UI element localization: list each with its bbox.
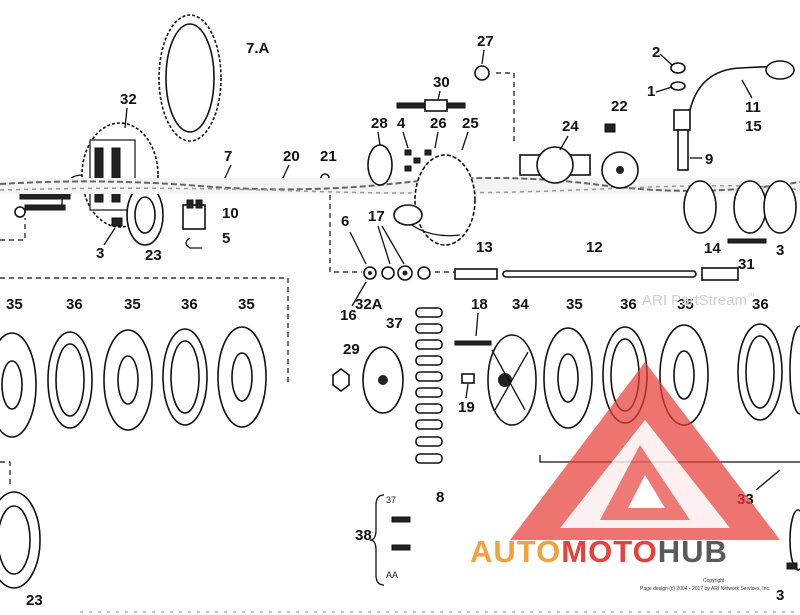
clutch-hub-34 <box>487 334 537 426</box>
label-23b: 23 <box>26 592 43 609</box>
springs-8 <box>415 307 443 464</box>
label-29: 29 <box>343 341 360 358</box>
label-10: 10 <box>222 205 239 222</box>
left-shaft-bolts <box>14 192 71 218</box>
label-8: 8 <box>436 489 444 506</box>
key-38-a <box>391 516 411 523</box>
label-22: 22 <box>611 98 628 115</box>
label-3c: 3 <box>776 587 784 604</box>
label-1: 1 <box>647 83 655 100</box>
stud-3 <box>111 217 123 227</box>
page-design-text: Page design (c) 2004 - 2017 by ARI Netwo… <box>640 586 770 592</box>
pin-31 <box>727 238 767 244</box>
nut-29 <box>332 368 350 392</box>
steel-disc-36-b <box>162 328 208 426</box>
label-18: 18 <box>471 296 488 313</box>
pushrod-13 <box>454 268 498 280</box>
label-21: 21 <box>320 148 337 165</box>
watermark-text: ARI PartStream™ <box>642 292 755 309</box>
friction-disc-35-a <box>0 332 37 438</box>
automotohub-logo <box>510 362 780 540</box>
screw-19 <box>461 373 475 384</box>
bracket-10 <box>182 199 206 230</box>
nut-27 <box>474 65 490 81</box>
label-30: 30 <box>433 74 450 91</box>
wheel-right-1 <box>683 180 717 234</box>
shaft-9 <box>677 129 689 171</box>
label-17: 17 <box>368 208 385 225</box>
label-23a: 23 <box>145 247 162 264</box>
label-36c: 36 <box>620 296 637 313</box>
pressure-plate-37 <box>362 346 404 414</box>
label-35c: 35 <box>238 296 255 313</box>
label-12: 12 <box>586 239 603 256</box>
label-2: 2 <box>652 44 660 61</box>
clip-5 <box>185 237 202 249</box>
label-19: 19 <box>458 399 475 416</box>
steel-disc-36-d <box>737 323 783 421</box>
rod-30 <box>396 99 466 112</box>
label-7: 7 <box>224 148 232 165</box>
label-14: 14 <box>704 240 721 257</box>
chain-strip <box>0 176 800 194</box>
label-20: 20 <box>283 148 300 165</box>
steel-disc-36-a <box>47 331 93 429</box>
label-9: 9 <box>705 151 713 168</box>
bolt-22 <box>604 123 616 133</box>
friction-disc-35-b <box>103 329 153 431</box>
logo-text: AUTOMOTOHUB <box>470 534 728 569</box>
pushrod-12 <box>502 270 697 278</box>
label-6: 6 <box>341 213 349 230</box>
clutch-hub-25 <box>393 154 476 246</box>
label-35e: 35 <box>677 296 694 313</box>
label-38-bottom: AA <box>386 570 398 580</box>
label-27: 27 <box>477 33 494 50</box>
sprocket-23-bottom <box>0 491 41 589</box>
label-35a: 35 <box>6 296 23 313</box>
label-4: 4 <box>397 115 406 132</box>
pin-18 <box>454 340 492 346</box>
label-36a: 36 <box>66 296 83 313</box>
label-25: 25 <box>462 115 479 132</box>
label-3a: 3 <box>96 245 104 262</box>
label-15: 15 <box>745 118 762 135</box>
label-31: 31 <box>738 256 755 273</box>
bearing-14 <box>701 267 739 281</box>
label-35d: 35 <box>566 296 583 313</box>
label-7a: 7.A <box>246 40 270 57</box>
label-5: 5 <box>222 230 230 247</box>
friction-disc-35-c <box>217 326 267 428</box>
friction-disc-35-d <box>543 327 593 429</box>
brace-38 <box>369 494 385 586</box>
label-35b: 35 <box>124 296 141 313</box>
lever-11 <box>673 60 795 131</box>
label-32a: 32A <box>355 296 383 313</box>
label-38: 38 <box>355 527 372 544</box>
springs-4 <box>404 149 421 172</box>
nut-2 <box>670 62 686 91</box>
ring-gear-7a <box>158 14 222 142</box>
label-3b: 3 <box>776 242 784 259</box>
assembly-24 <box>519 146 639 189</box>
label-36b: 36 <box>181 296 198 313</box>
label-13: 13 <box>476 239 493 256</box>
key-38-b <box>391 544 411 551</box>
label-34: 34 <box>512 296 529 313</box>
label-37: 37 <box>386 315 403 332</box>
label-36d: 36 <box>752 296 769 313</box>
copyright-text: Copyright <box>703 578 725 584</box>
label-16: 16 <box>340 307 357 324</box>
label-24: 24 <box>562 118 579 135</box>
label-28: 28 <box>371 115 388 132</box>
plate-28 <box>367 144 393 186</box>
label-32: 32 <box>120 91 137 108</box>
label-26: 26 <box>430 115 447 132</box>
label-38-top: 37 <box>386 495 396 505</box>
label-11: 11 <box>745 99 761 116</box>
